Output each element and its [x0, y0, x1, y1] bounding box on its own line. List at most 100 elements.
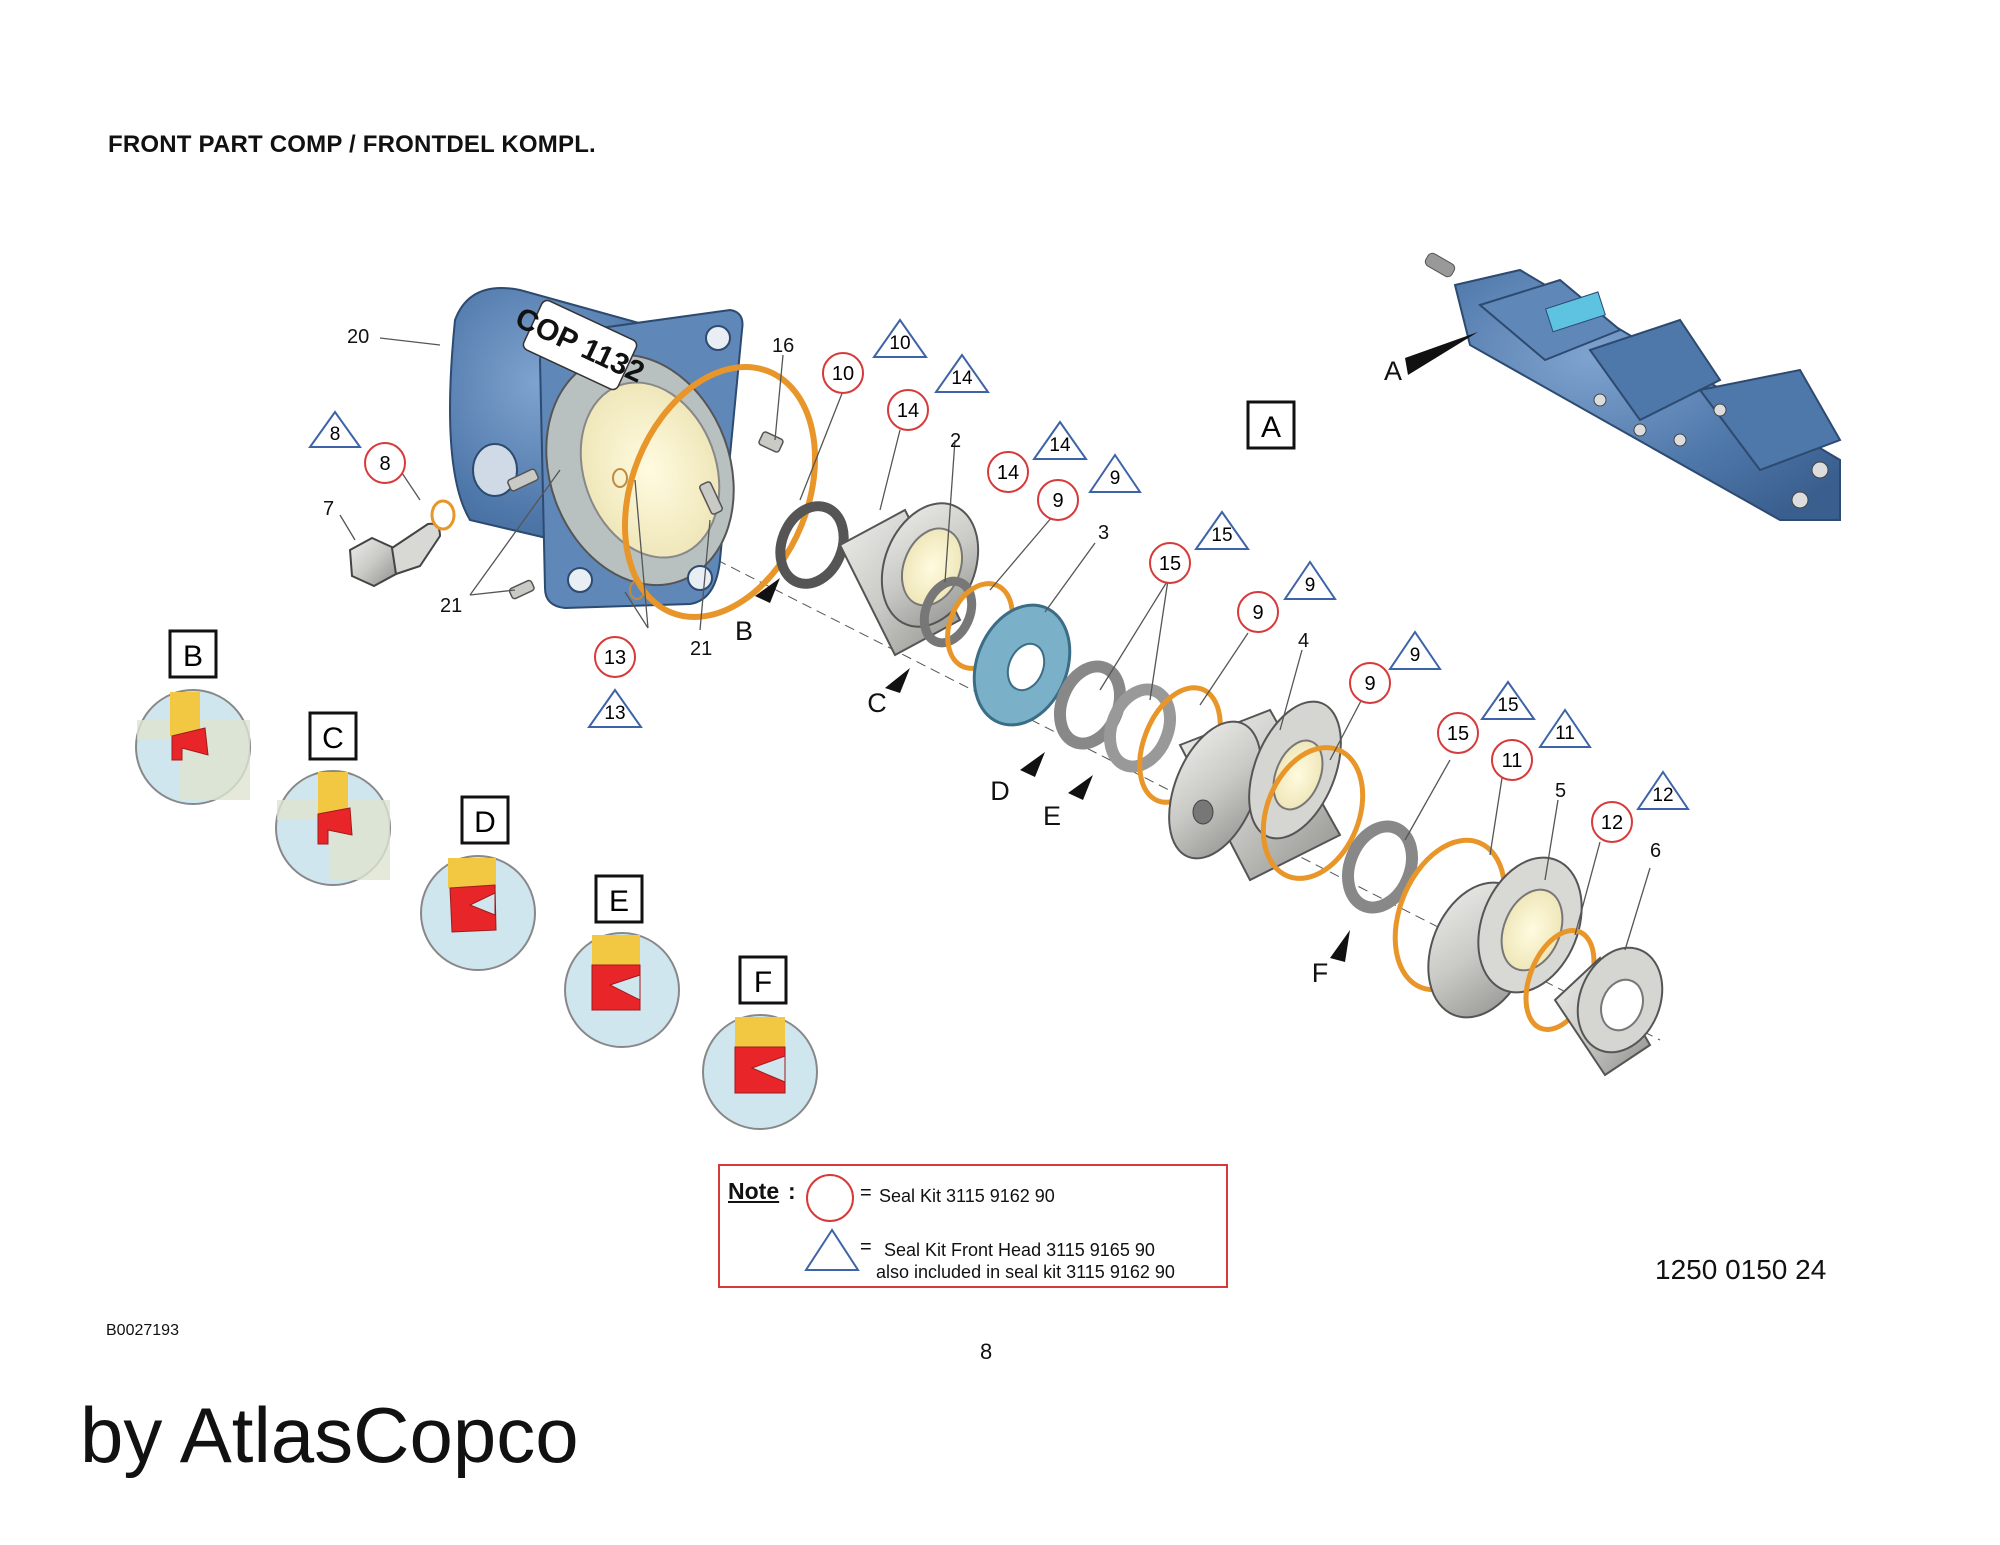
callout-6: 6 [1650, 840, 1661, 862]
detail-view-b: B [135, 629, 251, 805]
bushing-2 [838, 502, 980, 657]
view-letter-d: D [990, 776, 1010, 806]
seal-e [1104, 683, 1176, 773]
svg-text:12: 12 [1652, 785, 1673, 806]
triangle-callout-13: 13 [587, 688, 643, 728]
washer-3 [972, 603, 1072, 727]
view-letter-a: A [1384, 356, 1402, 386]
circle-callout-15a: 15 [1149, 542, 1191, 584]
detail-view-c: C [275, 711, 391, 886]
note-equals-1: = [860, 1182, 872, 1204]
svg-text:D: D [474, 806, 496, 839]
callout-21b: 21 [690, 638, 712, 660]
note-colon: : [788, 1178, 796, 1204]
o-ring-13a [612, 468, 628, 488]
circle-callout-15b: 15 [1437, 712, 1479, 754]
note-label: Note [728, 1178, 780, 1204]
seal-c [919, 576, 977, 648]
svg-text:15: 15 [1211, 525, 1232, 546]
circle-callout-8: 8 [364, 442, 406, 484]
o-ring-8 [430, 499, 456, 531]
view-letter-b: B [735, 616, 753, 646]
seal-b [775, 501, 849, 589]
svg-text:12: 12 [1601, 812, 1623, 834]
svg-text:9: 9 [1110, 468, 1121, 489]
circle-callout-14a: 14 [887, 389, 929, 431]
callout-21a: 21 [440, 595, 462, 617]
svg-text:9: 9 [1305, 575, 1316, 596]
svg-text:14: 14 [997, 462, 1019, 484]
triangle-callout-15a: 15 [1194, 510, 1250, 550]
studs [507, 431, 784, 600]
triangle-callout-12: 12 [1636, 770, 1690, 810]
leader-lines [339, 337, 1651, 951]
svg-text:C: C [322, 722, 344, 755]
triangle-callout-14a: 14 [934, 353, 990, 393]
callout-3: 3 [1098, 522, 1109, 544]
svg-text:15: 15 [1447, 723, 1469, 745]
triangle-callout-9a: 9 [1088, 453, 1142, 493]
svg-text:E: E [609, 885, 629, 918]
callout-4: 4 [1298, 630, 1309, 652]
triangle-callout-9c: 9 [1388, 630, 1442, 670]
svg-text:11: 11 [1555, 723, 1575, 744]
svg-text:14: 14 [951, 368, 973, 389]
red-circle-symbol [806, 1174, 854, 1222]
seal-f [1342, 820, 1418, 914]
cylinder-4 [1168, 700, 1342, 882]
svg-text:10: 10 [889, 333, 910, 354]
brand-text: by AtlasCopco [80, 1391, 579, 1479]
svg-text:14: 14 [897, 400, 919, 422]
circle-callout-9c: 9 [1349, 662, 1391, 704]
circle-callout-10: 10 [822, 352, 864, 394]
svg-text:9: 9 [1252, 602, 1263, 624]
view-letter-f: F [1312, 958, 1329, 988]
circle-callout-11: 11 [1491, 739, 1533, 781]
svg-text:14: 14 [1049, 435, 1071, 456]
note-legend: Note : = Seal Kit 3115 9162 90 = Seal Ki… [718, 1164, 1228, 1288]
triangle-callout-14b: 14 [1032, 420, 1088, 460]
svg-text:10: 10 [832, 363, 854, 385]
svg-text:15: 15 [1159, 553, 1181, 575]
blue-triangle-symbol [804, 1228, 860, 1271]
callout-5: 5 [1555, 780, 1566, 802]
part-number: 1250 0150 24 [1655, 1254, 1827, 1285]
triangle-callout-15b: 15 [1480, 680, 1536, 720]
circle-callout-9a: 9 [1037, 479, 1079, 521]
page-title: FRONT PART COMP / FRONTDEL KOMPL. [108, 131, 596, 158]
drawing-code: B0027193 [106, 1322, 179, 1339]
circle-callout-12: 12 [1591, 801, 1633, 843]
callout-2: 2 [950, 430, 961, 452]
svg-text:B: B [183, 640, 203, 673]
page-number: 8 [980, 1339, 993, 1364]
plug-7 [348, 522, 442, 588]
svg-text:A: A [1261, 411, 1281, 444]
seal-kit-included-text: also included in seal kit 3115 9162 90 [876, 1262, 1175, 1282]
svg-text:13: 13 [604, 647, 626, 669]
pointer-arrows [755, 332, 1478, 962]
front-head-housing: COP 1132 [449, 287, 744, 610]
triangle-callout-9b: 9 [1283, 560, 1337, 600]
triangle-callout-11: 11 [1538, 708, 1592, 748]
callout-20: 20 [347, 326, 369, 348]
nut-6 [1553, 946, 1664, 1077]
view-letter-e: E [1043, 801, 1061, 831]
svg-text:11: 11 [1502, 750, 1523, 772]
circle-callout-9b: 9 [1237, 591, 1279, 633]
svg-text:9: 9 [1410, 645, 1421, 666]
view-letter-c: C [867, 688, 887, 718]
svg-text:8: 8 [330, 424, 341, 445]
detail-view-f: F [702, 955, 818, 1130]
triangle-callout-8: 8 [308, 410, 362, 448]
o-ring-10 [621, 364, 819, 620]
o-ring-9b [1260, 745, 1366, 881]
svg-text:8: 8 [379, 453, 390, 475]
seal-kit-text: Seal Kit 3115 9162 90 [879, 1186, 1055, 1206]
callout-16: 16 [772, 335, 794, 357]
svg-text:15: 15 [1497, 695, 1518, 716]
bushing-5 [1427, 856, 1583, 1019]
callout-7: 7 [323, 498, 334, 520]
detail-view-d: D [420, 795, 536, 971]
triangle-callout-10: 10 [872, 318, 928, 358]
